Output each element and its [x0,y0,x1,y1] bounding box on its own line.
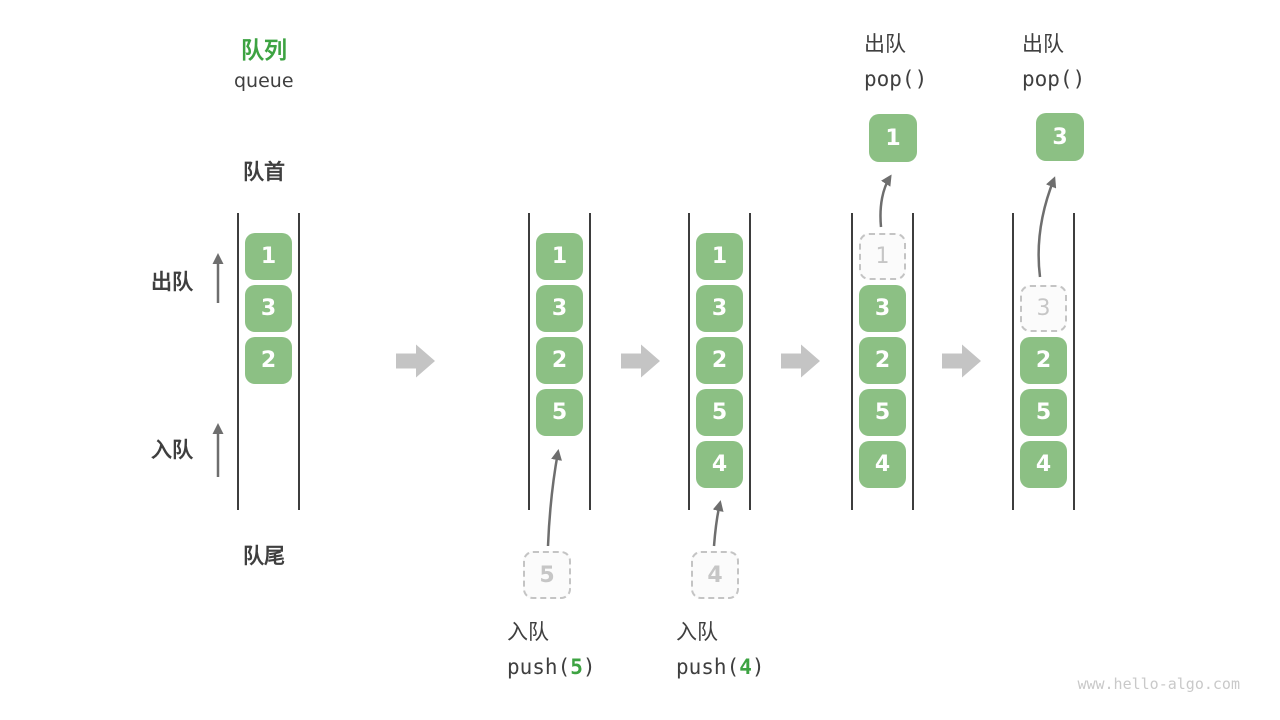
operation-label-push-4: 入队 push(4) [676,621,765,679]
operation-code: push(4) [676,655,765,679]
queue-item-removed: 3 [1020,285,1067,332]
queue-item: 4 [859,441,906,488]
operation-label-push-5: 入队 push(5) [507,621,596,679]
operation-zh: 入队 [676,620,718,644]
operation-arg: 5 [570,655,583,679]
queue-column-after-pop-3: 3 2 5 4 [1012,213,1075,510]
operation-label-pop-1: 出队 pop() [864,33,927,91]
queue-item: 5 [536,389,583,436]
queue-item: 2 [1020,337,1067,384]
diagram-title-zh: 队列 [241,38,287,64]
queue-item: 3 [696,285,743,332]
flow-arrow-icon [942,344,981,378]
operation-code: push(5) [507,655,596,679]
queue-column-initial: 1 3 2 [237,213,300,510]
watermark: www.hello-algo.com [1077,675,1240,693]
operation-arg: 4 [739,655,752,679]
operation-zh: 出队 [1022,32,1064,56]
operation-zh: 出队 [864,32,906,56]
popped-item-1: 1 [869,114,917,162]
queue-item: 3 [859,285,906,332]
queue-item: 2 [536,337,583,384]
queue-item: 2 [859,337,906,384]
queue-item: 2 [696,337,743,384]
operation-code: pop() [864,67,928,91]
queue-item: 3 [536,285,583,332]
queue-item: 1 [245,233,292,280]
queue-column-after-push-4: 1 3 2 5 4 [688,213,751,510]
flow-arrow-icon [396,344,435,378]
enqueue-side-label: 入队 [151,438,193,462]
queue-item-removed: 1 [859,233,906,280]
staging-item-5: 5 [523,551,571,599]
operation-label-pop-2: 出队 pop() [1022,33,1085,91]
queue-item: 3 [245,285,292,332]
queue-rear-label: 队尾 [243,544,285,568]
queue-item: 4 [696,441,743,488]
queue-item: 1 [536,233,583,280]
diagram-title-en: queue [234,70,294,92]
queue-column-after-push-5: 1 3 2 5 [528,213,591,510]
staging-item-4: 4 [691,551,739,599]
queue-item: 4 [1020,441,1067,488]
queue-item: 2 [245,337,292,384]
flow-arrow-icon [621,344,660,378]
queue-item: 5 [696,389,743,436]
operation-code: pop() [1022,67,1086,91]
queue-front-label: 队首 [243,160,285,184]
dequeue-side-label: 出队 [151,270,193,294]
flow-arrow-icon [781,344,820,378]
queue-item: 1 [696,233,743,280]
operation-zh: 入队 [507,620,549,644]
queue-item: 5 [859,389,906,436]
queue-item: 5 [1020,389,1067,436]
popped-item-3: 3 [1036,113,1084,161]
queue-column-after-pop-1: 1 3 2 5 4 [851,213,914,510]
